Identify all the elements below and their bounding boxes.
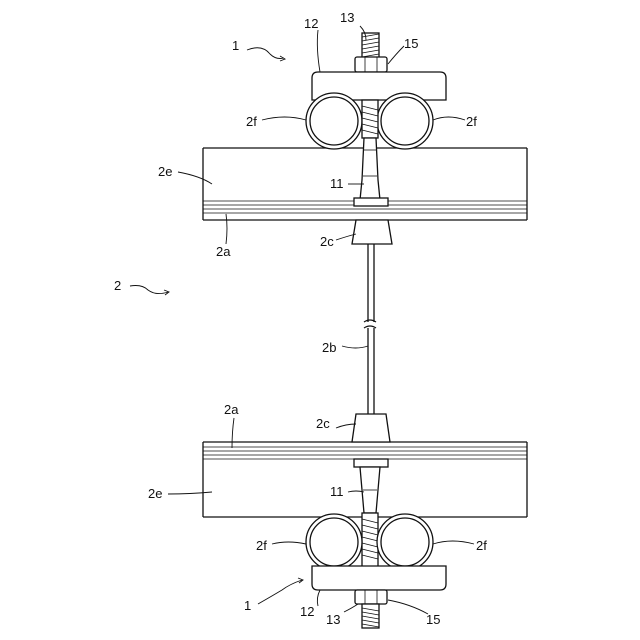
label-1-bottom: 1 [244,598,251,613]
label-2a-bottom: 2a [224,402,239,417]
label-2e-top: 2e [158,164,172,179]
label-2f-top-left: 2f [246,114,257,129]
label-2: 2 [114,278,121,293]
label-2c-top: 2c [320,234,334,249]
label-13-bottom: 13 [326,612,340,627]
label-2f-bottom-right: 2f [476,538,487,553]
top-assembly [306,33,446,244]
label-2f-top-right: 2f [466,114,477,129]
bottom-left-roller [306,514,362,570]
label-2a-top: 2a [216,244,231,259]
label-12-top: 12 [304,16,318,31]
label-2e-bottom: 2e [148,486,162,501]
label-12-bottom: 12 [300,604,314,619]
bottom-assembly [306,414,446,628]
bottom-right-roller [377,514,433,570]
label-2c-bottom: 2c [316,416,330,431]
bottom-flange-lines [203,447,527,459]
top-nut [355,57,387,72]
label-2b: 2b [322,340,336,355]
rod [364,244,376,414]
bottom-plate [312,566,446,590]
label-13-top: 13 [340,10,354,25]
label-2f-bottom-left: 2f [256,538,267,553]
label-1-top: 1 [232,38,239,53]
top-right-roller [377,93,433,149]
bottom-bolt [362,604,379,628]
bottom-nut [355,590,387,604]
label-11-bottom: 11 [330,484,344,499]
label-11-top: 11 [330,176,344,191]
top-left-roller [306,93,362,149]
bottom-collar [352,414,390,442]
top-bolt [362,33,379,58]
label-15-top: 15 [404,36,418,51]
label-15-bottom: 15 [426,612,440,627]
top-collar [352,220,392,244]
